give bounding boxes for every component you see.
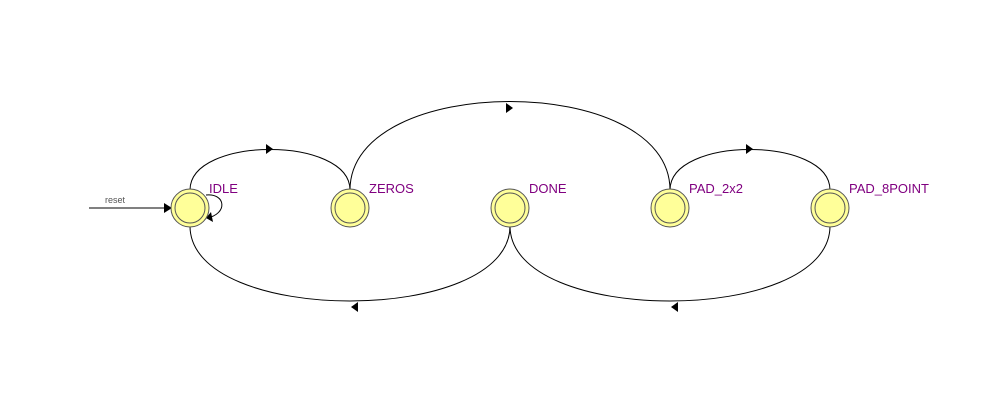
transition-arrowheads [206,103,753,312]
arrowhead-pad2x2-to-pad8point [746,144,753,154]
state-pad2x2-inner-ring [654,192,686,224]
state-idle[interactable]: IDLE [170,181,238,228]
reset-label: reset [105,195,126,205]
state-zeros[interactable]: ZEROS [330,181,414,228]
transition-zeros-to-pad2x2 [349,101,671,191]
state-done-inner-ring [494,192,526,224]
state-idle-label: IDLE [209,181,238,196]
transition-done-to-idle [189,225,511,302]
transition-pad8point-to-done [509,225,831,302]
reset-transition: reset [89,195,172,213]
state-pad2x2[interactable]: PAD_2x2 [650,181,743,228]
arrowhead-idle-to-zeros [266,144,273,154]
state-done-label: DONE [529,181,567,196]
state-pad8point[interactable]: PAD_8POINT [810,181,929,228]
arrowhead-pad8point-to-done [671,302,678,312]
reset-arrowhead [164,203,172,213]
state-pad8point-label: PAD_8POINT [849,181,929,196]
state-pad2x2-label: PAD_2x2 [689,181,743,196]
arrowhead-zeros-to-pad2x2 [506,103,513,113]
state-zeros-inner-ring [334,192,366,224]
arrowhead-idle-self-loop [206,212,213,222]
arrowhead-done-to-idle [351,302,358,312]
state-idle-inner-ring [174,192,206,224]
state-done[interactable]: DONE [490,181,567,228]
state-zeros-label: ZEROS [369,181,414,196]
state-pad8point-inner-ring [814,192,846,224]
